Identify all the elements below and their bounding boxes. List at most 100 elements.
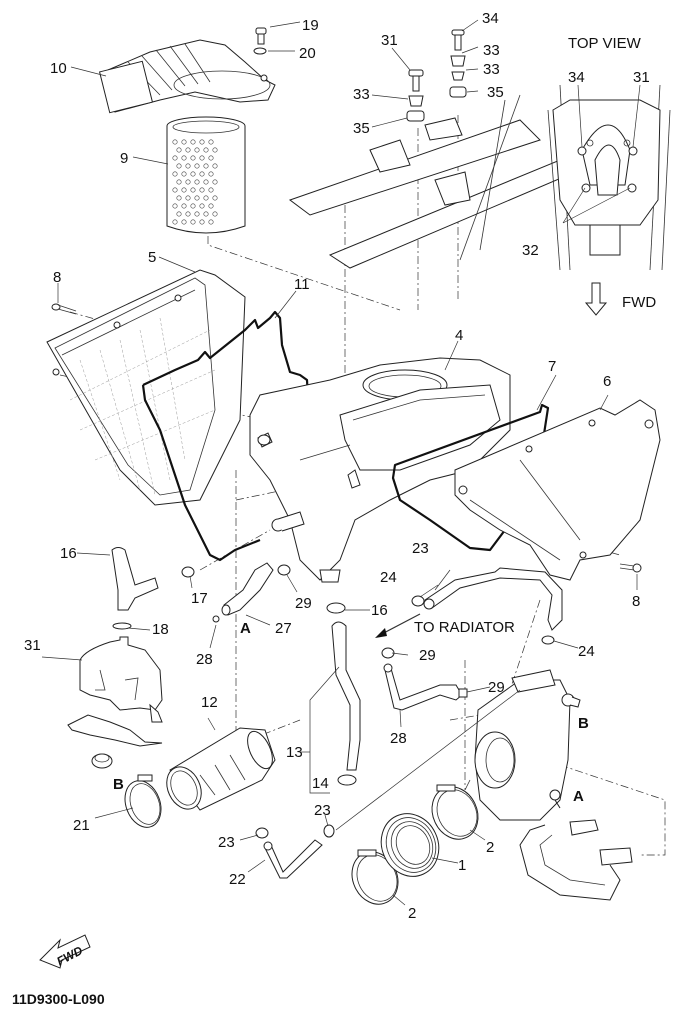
ref-label-a-right: A — [573, 788, 584, 805]
filter-hole — [176, 163, 182, 169]
filter-hole — [199, 219, 205, 225]
air-box-housing — [249, 357, 511, 583]
filter-hole — [185, 147, 191, 153]
clip-24 — [541, 635, 555, 645]
filter-hole — [208, 203, 214, 209]
callout-23-b: 23 — [314, 802, 331, 819]
gasket-11 — [141, 310, 310, 562]
air-box-cover — [46, 269, 246, 506]
top-view-title: TOP VIEW — [568, 35, 642, 52]
leader-lines — [41, 19, 641, 906]
callout-9: 9 — [120, 150, 128, 167]
fwd-label-top: FWD — [622, 294, 656, 311]
filter-hole — [199, 139, 205, 145]
callout-29-b: 29 — [488, 679, 505, 696]
grommet-35-right — [449, 86, 467, 98]
clip-23-a — [255, 827, 269, 839]
filter-hole — [199, 155, 205, 161]
callout-6: 12 — [201, 694, 218, 711]
screw-8-right — [619, 563, 642, 573]
filter-hole — [194, 179, 200, 185]
reservoir-tank — [67, 636, 163, 769]
callout-2-lower: 2 — [408, 905, 416, 922]
frame-mounts — [288, 94, 582, 269]
air-box-side-cover — [454, 399, 661, 581]
clip-23-b — [323, 824, 335, 838]
filter-hole — [212, 211, 218, 217]
filter-hole — [203, 179, 209, 185]
callout-2-upper: 2 — [486, 839, 494, 856]
filter-hole — [199, 203, 205, 209]
callout-8-right: 8 — [632, 593, 640, 610]
hose-clamp-19 — [124, 774, 162, 828]
damper-33-right — [451, 71, 465, 81]
filter-hole — [185, 211, 191, 217]
filter-hole — [185, 163, 191, 169]
filter-hole — [176, 147, 182, 153]
clip-13-lower — [337, 774, 357, 786]
intake-duct — [166, 727, 276, 811]
filter-hole — [208, 219, 214, 225]
filter-hole — [172, 187, 178, 193]
filter-holes — [172, 139, 218, 225]
callout-1: 1 — [458, 857, 466, 874]
filter-hole — [212, 147, 218, 153]
grommet-35-left — [406, 110, 425, 122]
filter-hole — [176, 179, 182, 185]
callout-5: 5 — [148, 249, 156, 266]
to-radiator-label: TO RADIATOR — [414, 619, 515, 636]
callout-8-left: 8 — [53, 269, 61, 286]
filter-hole — [203, 147, 209, 153]
callout-31-topview: 31 — [633, 69, 650, 86]
callout-33-right: 33 — [483, 61, 500, 78]
filter-hole — [176, 211, 182, 217]
filter-hole — [208, 187, 214, 193]
filter-hole — [212, 179, 218, 185]
filter-hole — [172, 171, 178, 177]
callout-15: 16 — [60, 545, 77, 562]
callout-3: 4 — [455, 327, 463, 344]
to-radiator-arrow — [375, 613, 421, 638]
callout-19: 21 — [73, 817, 90, 834]
callout-31-topview-lower: 32 — [522, 242, 539, 259]
hose-20 — [263, 839, 323, 879]
hose-clamp-2-upper — [431, 784, 479, 840]
callout-30: 31 — [24, 637, 41, 654]
intake-boot — [380, 813, 440, 877]
hose-28 — [383, 663, 463, 711]
filter-hole — [172, 203, 178, 209]
filter-hole — [203, 195, 209, 201]
filter-hole — [194, 163, 200, 169]
ref-label-b-left: B — [113, 776, 124, 793]
throttle-body — [464, 669, 581, 821]
filter-hole — [176, 195, 182, 201]
drain-hose-12-13 — [331, 621, 361, 771]
filter-hole — [190, 171, 196, 177]
callout-23-a: 23 — [218, 834, 235, 851]
filter-hole — [181, 203, 187, 209]
bolt-31 — [408, 69, 424, 92]
filter-hole — [190, 203, 196, 209]
filter-hole — [199, 171, 205, 177]
callout-32: 33 — [483, 42, 500, 59]
filter-hole — [208, 155, 214, 161]
washer-18 — [253, 47, 267, 55]
callout-22: 24 — [380, 569, 397, 586]
clip-16-b — [112, 622, 132, 630]
callout-34-top: 34 — [482, 10, 499, 27]
filter-hole — [190, 139, 196, 145]
callout-10: 10 — [50, 60, 67, 77]
damper-33-left — [408, 95, 424, 107]
callout-16-b: 18 — [152, 621, 169, 638]
callout-11: 11 — [294, 276, 310, 293]
clip-29-b — [458, 688, 468, 698]
filter-hole — [190, 219, 196, 225]
callout-17: 19 — [302, 17, 319, 34]
callout-35-right: 35 — [487, 84, 504, 101]
breather-hose-15 — [111, 547, 159, 611]
ref-label-a-left: A — [240, 620, 251, 637]
callout-14: 16 — [371, 602, 388, 619]
filter-hole — [172, 139, 178, 145]
filter-hole — [194, 147, 200, 153]
clip-22 — [411, 595, 425, 607]
